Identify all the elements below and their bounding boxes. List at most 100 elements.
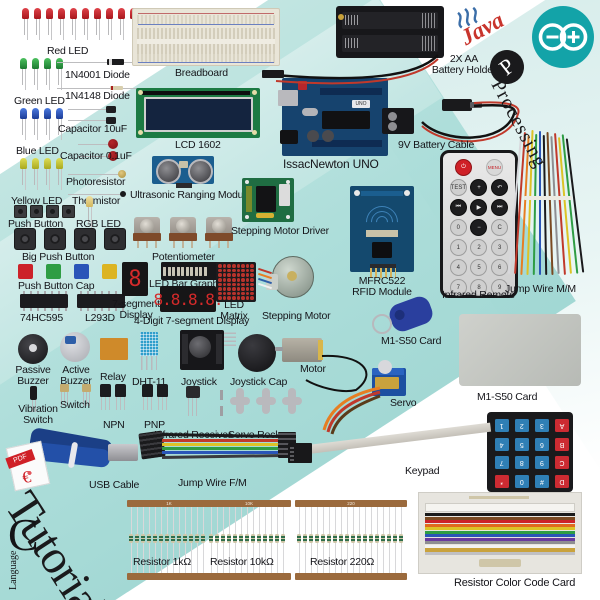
keypad-key-6[interactable]: 6 <box>534 437 549 451</box>
four-digit-value: 8.8.8.8. <box>153 289 223 309</box>
joystick-module[interactable] <box>180 330 224 370</box>
resistor-220-tape: 220 <box>295 500 407 507</box>
label-keypad: Keypad <box>405 465 440 477</box>
remote-power-button[interactable]: ⏻ <box>455 159 472 176</box>
remote-9-button[interactable]: 9 <box>491 279 509 296</box>
keypad-key-B[interactable]: B <box>555 437 569 451</box>
java-steam-icon <box>457 6 478 29</box>
remote-menu-button[interactable]: MENU <box>486 159 503 176</box>
label-m1s50-card: M1-S50 Card <box>477 391 538 403</box>
capacitor-10uf-group <box>68 104 128 128</box>
label-passive-buzzer-line1: Passive <box>15 364 51 376</box>
remote-c-button[interactable]: C <box>491 219 509 236</box>
label-active-buzzer-line2: Buzzer <box>60 375 92 387</box>
infrared-remote[interactable]: ⏻ MENU TEST + ↶ ⏮ ▶ ⏭ 0 − C 1 <box>440 150 518 298</box>
remote-2-button[interactable]: 2 <box>470 239 488 256</box>
keypad-key-A[interactable]: A <box>555 419 569 433</box>
remote-minus-button[interactable]: − <box>470 219 488 236</box>
label-l293d: L293D <box>85 312 115 324</box>
remote-4-button[interactable]: 4 <box>449 259 467 276</box>
battery-cable-wires <box>421 101 520 143</box>
remote-8-button[interactable]: 8 <box>470 279 488 296</box>
label-9v-battery-cable: 9V Battery Cable <box>398 139 475 151</box>
resistor-1k-bank: 1K <box>127 500 211 580</box>
label-stepping-motor-driver: Stepping Motor Driver <box>231 225 329 237</box>
relay <box>100 338 128 360</box>
remote-back-button[interactable]: ↶ <box>491 179 509 196</box>
uno-silkscreen: UNO <box>352 100 370 108</box>
keypad-ribbon-connector <box>288 443 312 463</box>
power-jack <box>280 130 298 144</box>
label-battery-line1: 2X AA <box>449 53 479 65</box>
resistor-220-bank: 220 <box>295 500 407 580</box>
jump-wire-fm-bundle <box>138 430 300 466</box>
label-m1s50-keyfob: M1-S50 Card <box>381 335 442 347</box>
vibration-switch <box>30 386 37 400</box>
m1-s50-card <box>459 314 581 386</box>
diode-1n4001 <box>57 57 177 67</box>
remote-7-button[interactable]: 7 <box>449 279 467 296</box>
label-push-button-cap: Push Button Cap <box>18 280 95 292</box>
keypad-key-8[interactable]: 8 <box>514 456 529 470</box>
battery-holder <box>336 6 444 58</box>
push-button-group <box>14 205 76 219</box>
remote-1-button[interactable]: 1 <box>449 239 467 256</box>
remote-prev-button[interactable]: ⏮ <box>449 199 467 216</box>
keypad-key-0[interactable]: 0 <box>514 475 529 488</box>
remote-play-button[interactable]: ▶ <box>470 199 488 216</box>
stepping-motor-driver <box>242 178 294 222</box>
big-push-button-group <box>14 228 129 250</box>
keypad-key-2[interactable]: 2 <box>514 419 529 433</box>
label-breadboard: Breadboard <box>175 67 228 79</box>
joystick-cap <box>238 334 276 372</box>
switch-group[interactable] <box>60 384 102 408</box>
label-dht-11: DHT-11 <box>132 376 167 388</box>
keypad-key-hash[interactable]: # <box>534 475 549 488</box>
remote-3-button[interactable]: 3 <box>491 239 509 256</box>
label-npn: NPN <box>103 419 125 431</box>
remote-6-button[interactable]: 6 <box>491 259 509 276</box>
stepping-motor <box>258 252 318 308</box>
label-ultrasonic: Ultrasonic Ranging Module <box>130 189 252 201</box>
pnp-transistor-group <box>142 384 174 414</box>
keypad-key-3[interactable]: 3 <box>534 419 549 433</box>
keypad-key-star[interactable]: * <box>494 475 509 488</box>
keypad-key-4[interactable]: 4 <box>494 437 509 451</box>
keypad-key-5[interactable]: 5 <box>514 437 529 451</box>
red-led-group <box>22 8 137 42</box>
keypad-key-7[interactable]: 7 <box>494 456 509 470</box>
capacitor-01uf-group <box>78 138 132 164</box>
label-7segment-line1: 7-segment <box>112 298 160 310</box>
diode-1n4148 <box>57 83 177 93</box>
keypad-4x4[interactable]: D # 0 * C 9 8 7 B 6 5 4 A 3 2 1 <box>487 412 573 492</box>
label-big-push-button: Big Push Button <box>22 251 95 263</box>
dht-11-pins <box>141 356 157 370</box>
photoresistor <box>68 170 130 178</box>
keypad-key-1[interactable]: 1 <box>494 419 509 433</box>
label-resistor-1k: Resistor 1kΩ <box>133 556 191 568</box>
usb-port <box>278 90 298 106</box>
remote-5-button[interactable]: 5 <box>470 259 488 276</box>
arduino-infinity-logo <box>532 6 594 68</box>
yellow-led-group <box>20 158 76 192</box>
resistor-10k-bank: 10K <box>207 500 291 580</box>
infrared-receiver <box>186 386 200 398</box>
label-mfrc522-line1: MFRC522 <box>358 275 406 287</box>
usb-cable <box>24 427 144 478</box>
remote-0-button[interactable]: 0 <box>449 219 467 236</box>
label-4digit-display: 4-Digit 7-segment Display <box>134 315 250 327</box>
remote-test-button[interactable]: TEST <box>449 179 467 196</box>
joystick-pins <box>224 332 236 346</box>
label-resistor-10k: Resistor 10kΩ <box>210 556 274 568</box>
keypad-key-9[interactable]: 9 <box>534 456 549 470</box>
keypad-key-C[interactable]: C <box>555 456 569 470</box>
motor-wires <box>305 354 368 392</box>
remote-next-button[interactable]: ⏭ <box>491 199 509 216</box>
label-capacitor-10uf: Capacitor 10uF <box>58 123 127 135</box>
label-led-bar-graph: LED Bar Graph <box>149 278 219 290</box>
keypad-key-D[interactable]: D <box>555 475 569 488</box>
label-joystick-cap: Joystick Cap <box>230 376 288 388</box>
remote-plus-button[interactable]: + <box>470 179 488 196</box>
issacnewton-uno-board: UNO <box>278 78 388 156</box>
